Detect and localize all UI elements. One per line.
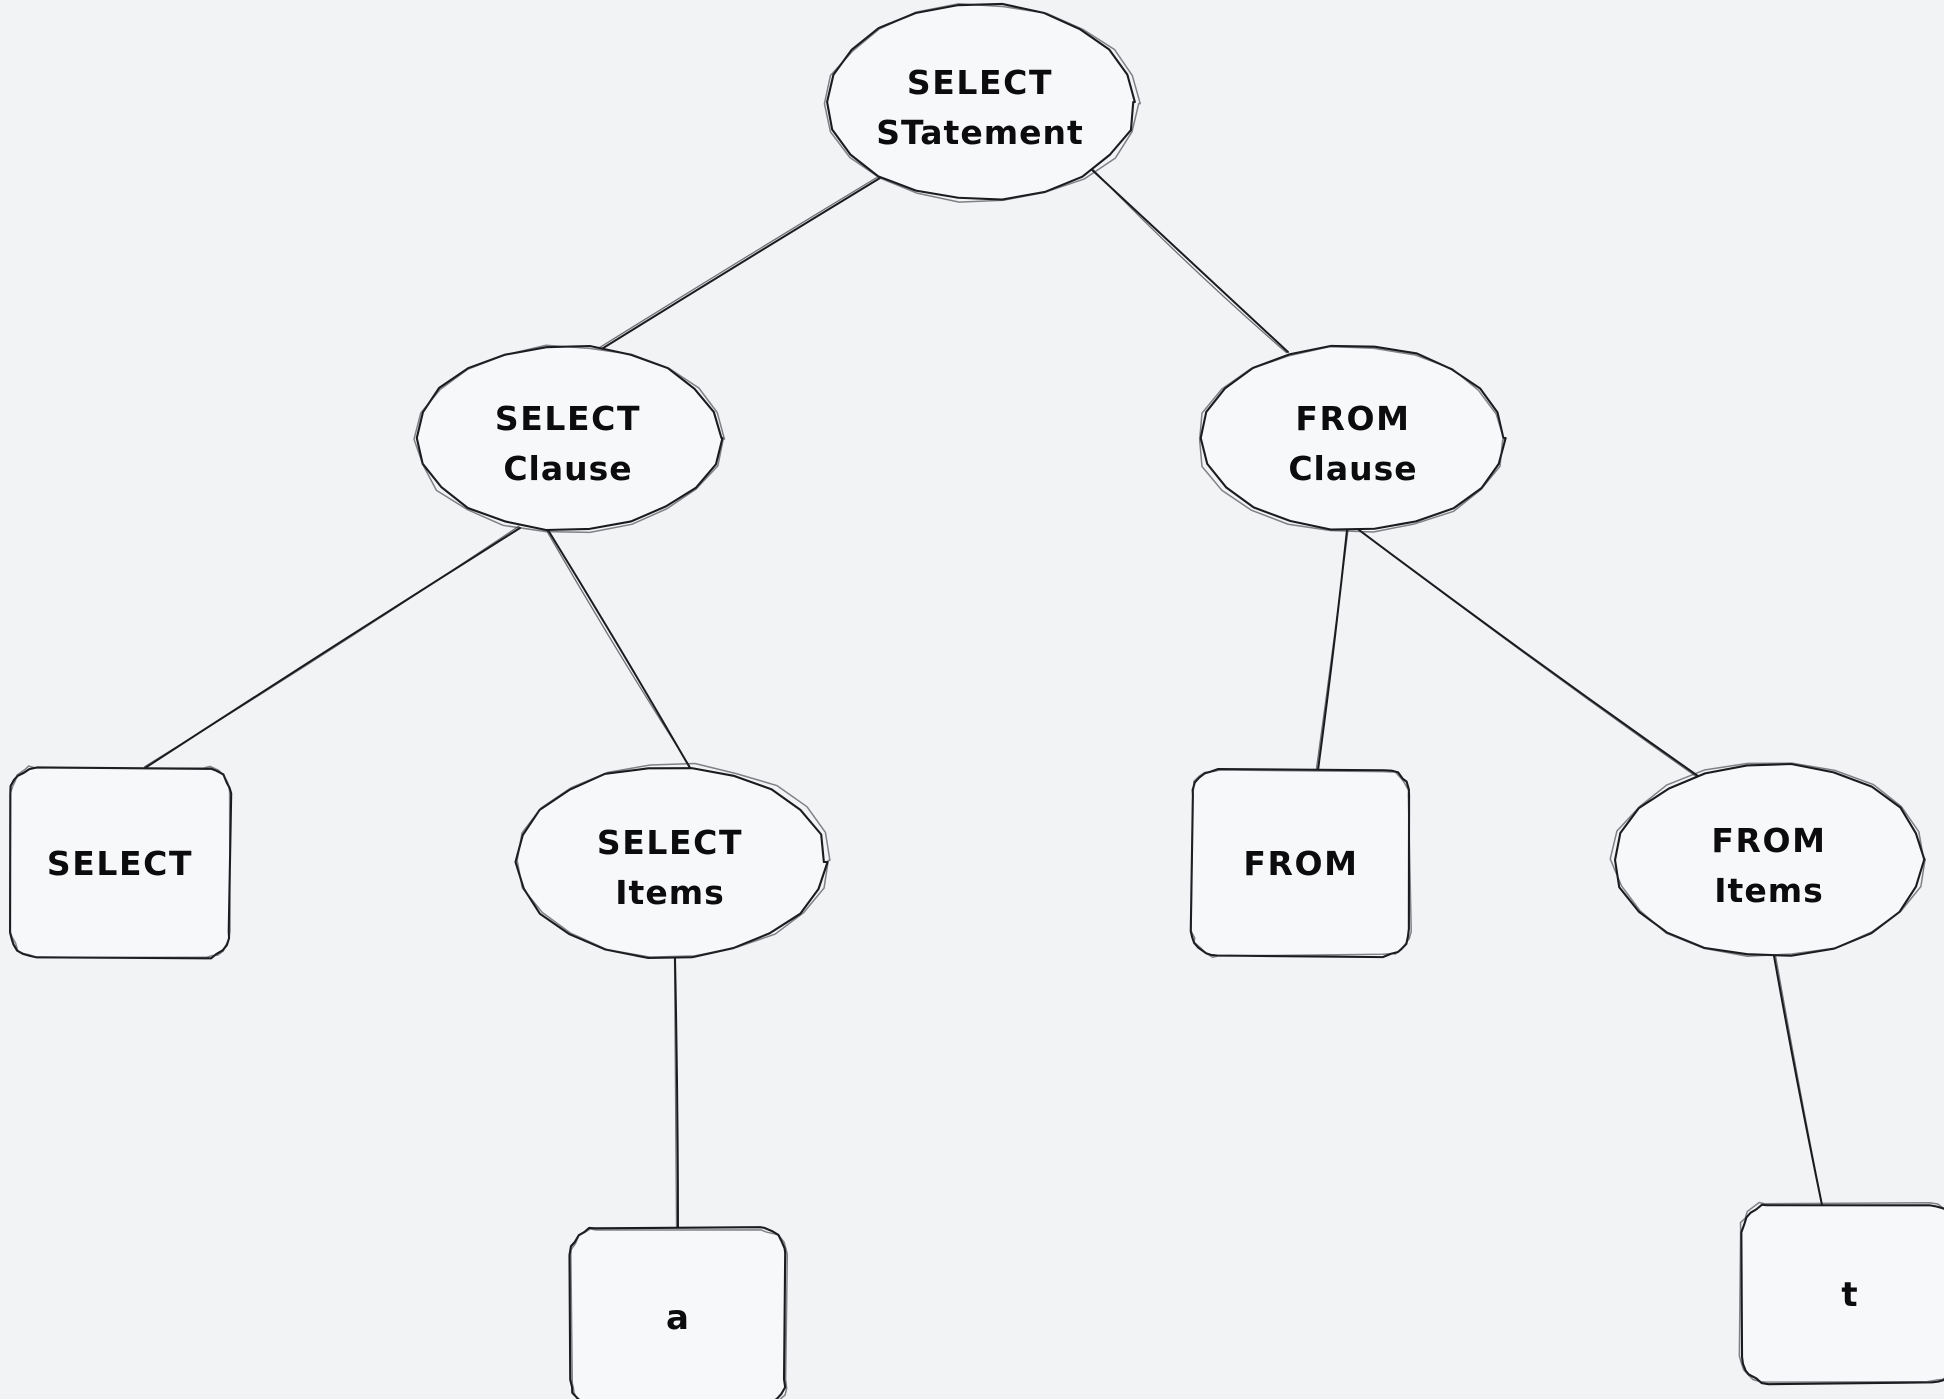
node-label-line1: SELECT bbox=[495, 399, 641, 438]
edge-stroke bbox=[599, 177, 881, 351]
node-label-line2: Clause bbox=[503, 449, 632, 488]
node-outline-ghost bbox=[1609, 762, 1926, 957]
edge-stroke bbox=[1354, 526, 1719, 791]
node-outline-ghost bbox=[823, 2, 1142, 203]
tree-node-leaf-a[interactable]: a bbox=[568, 1226, 789, 1399]
node-outline-ghost bbox=[8, 765, 231, 959]
node-label-line1: FROM bbox=[1711, 821, 1826, 860]
edge-stroke-ghost bbox=[1774, 954, 1823, 1207]
node-outline-ghost bbox=[570, 1228, 789, 1399]
tree-edge bbox=[1353, 524, 1719, 792]
node-label-line1: FROM bbox=[1295, 399, 1410, 438]
node-outline-ghost bbox=[1738, 1201, 1944, 1383]
tree-node-select-items[interactable]: SELECT Items bbox=[514, 762, 831, 959]
tree-node-leaf-t[interactable]: t bbox=[1738, 1201, 1944, 1386]
node-outline-ghost bbox=[1198, 345, 1505, 533]
edge-stroke bbox=[674, 957, 679, 1229]
edge-stroke-ghost bbox=[546, 530, 691, 768]
node-label: SELECT bbox=[47, 844, 193, 883]
edge-stroke bbox=[547, 529, 691, 769]
node-label: a bbox=[666, 1298, 689, 1338]
tree-edge bbox=[597, 175, 881, 351]
node-label-line1: SELECT bbox=[597, 823, 743, 862]
edge-stroke bbox=[1089, 167, 1289, 353]
tree-edge bbox=[546, 529, 691, 769]
edge-layer bbox=[143, 165, 1823, 1229]
node-label-line2: Clause bbox=[1288, 449, 1417, 488]
tree-edge bbox=[1315, 528, 1349, 772]
node-label-line1: SELECT bbox=[907, 63, 1053, 102]
tree-node-select-statement[interactable]: SELECT STatement bbox=[823, 2, 1142, 203]
node-label-line2: STatement bbox=[876, 113, 1083, 152]
node-layer: SELECTSTatementSELECTClauseFROMClauseSEL… bbox=[8, 2, 1944, 1399]
tree-edge bbox=[143, 525, 521, 769]
node-outline-ghost bbox=[516, 762, 831, 958]
edge-stroke-ghost bbox=[1315, 528, 1349, 772]
tree-edge bbox=[673, 955, 679, 1229]
node-outline-ghost bbox=[1190, 769, 1412, 959]
edge-stroke-ghost bbox=[597, 175, 880, 350]
tree-node-from-clause[interactable]: FROM Clause bbox=[1198, 344, 1507, 533]
node-rounded-rect[interactable] bbox=[1740, 1203, 1944, 1386]
tree-node-from-items[interactable]: FROM Items bbox=[1609, 762, 1926, 957]
tree-node-from-terminal[interactable]: FROM bbox=[1189, 767, 1412, 959]
node-outline-ghost bbox=[413, 344, 726, 534]
node-ellipse[interactable] bbox=[415, 344, 724, 532]
edge-stroke-ghost bbox=[1353, 524, 1717, 792]
edge-stroke-ghost bbox=[1089, 165, 1288, 354]
node-label: FROM bbox=[1243, 844, 1358, 883]
node-rounded-rect[interactable] bbox=[568, 1226, 787, 1399]
tree-node-select-clause[interactable]: SELECT Clause bbox=[413, 344, 726, 534]
edge-stroke-ghost bbox=[143, 525, 520, 768]
node-label-line2: Items bbox=[1714, 871, 1823, 910]
tree-node-select-terminal[interactable]: SELECT bbox=[8, 765, 233, 960]
edge-stroke-ghost bbox=[673, 955, 678, 1228]
tree-edge bbox=[1773, 954, 1823, 1207]
node-label: t bbox=[1841, 1275, 1857, 1315]
node-label-line2: Items bbox=[615, 873, 724, 912]
tree-edge bbox=[1089, 165, 1289, 354]
